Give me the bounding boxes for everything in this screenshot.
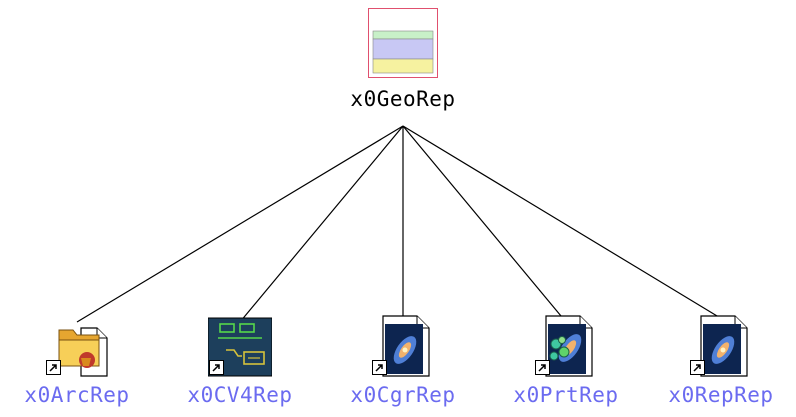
galaxy-document-shortcut-icon [371, 314, 435, 378]
child-node-x0CgrRep[interactable]: x0CgrRep [328, 314, 478, 407]
child-label[interactable]: x0CgrRep [350, 383, 456, 407]
child-label[interactable]: x0RepRep [668, 383, 774, 407]
child-node-x0RepRep[interactable]: x0RepRep [646, 314, 796, 407]
shortcut-arrow-icon [690, 360, 705, 375]
galaxy-document-shortcut-icon [689, 314, 753, 378]
shortcut-arrow-icon [209, 360, 224, 375]
shortcut-arrow-icon [46, 360, 61, 375]
root-label: x0GeoRep [350, 87, 456, 111]
child-label[interactable]: x0ArcRep [24, 383, 130, 407]
child-node-x0CV4Rep[interactable]: x0CV4Rep [165, 314, 315, 407]
child-label[interactable]: x0CV4Rep [187, 383, 293, 407]
shortcut-arrow-icon [372, 360, 387, 375]
shortcut-arrow-icon [535, 360, 550, 375]
child-node-x0ArcRep[interactable]: x0ArcRep [2, 314, 152, 407]
molecule-document-shortcut-icon [534, 314, 598, 378]
edge-root-to-x0ArcRep [76, 125, 404, 323]
child-node-x0PrtRep[interactable]: x0PrtRep [491, 314, 641, 407]
child-label[interactable]: x0PrtRep [513, 383, 619, 407]
edge-root-to-x0RepRep [402, 125, 728, 323]
root-node[interactable]: x0GeoRep [318, 8, 488, 111]
tableview-icon [368, 8, 438, 78]
folder-shortcut-icon [45, 314, 109, 378]
circuit-board-shortcut-icon [207, 314, 273, 378]
edge-root-to-x0CV4Rep [239, 125, 404, 323]
edge-root-to-x0PrtRep [402, 125, 567, 323]
